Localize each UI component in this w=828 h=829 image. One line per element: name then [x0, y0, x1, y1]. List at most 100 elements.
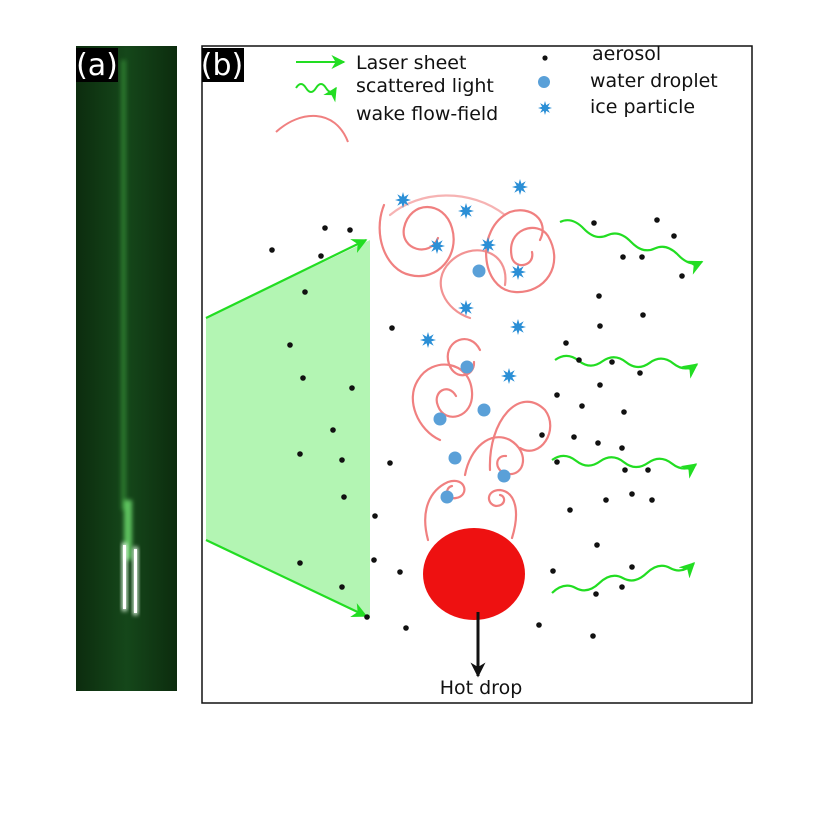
blue-star-shape — [538, 101, 552, 115]
aerosol-dot — [387, 460, 393, 466]
aerosol-dot — [364, 614, 370, 620]
vortex-top-arc — [388, 194, 507, 217]
vortex-mid-connector — [439, 249, 507, 320]
ice-particle — [510, 319, 526, 335]
vortex-top-right — [485, 209, 556, 294]
aerosol-dot — [576, 357, 582, 363]
ice-particle — [510, 264, 526, 280]
aerosol-dot — [594, 542, 600, 548]
panel-b-label: (b) — [201, 48, 243, 83]
aerosol-dot — [302, 289, 308, 295]
ice-particle — [420, 332, 436, 348]
legend-aerosol: aerosol — [592, 43, 661, 65]
laser-sheet — [205, 239, 370, 618]
red-curve-icon — [275, 114, 349, 143]
laser-arrow-bottom — [205, 539, 368, 618]
aerosol-dot — [318, 253, 324, 259]
ice-particle — [480, 237, 496, 253]
blue-star-icon — [538, 101, 552, 115]
panel-a-photo: (a) — [76, 46, 177, 691]
panel-b-label-bg — [202, 48, 244, 82]
aerosol-dot — [579, 403, 585, 409]
aerosol-dot — [567, 507, 573, 513]
ice-particle — [395, 192, 411, 208]
aerosol-dot — [640, 312, 646, 318]
vortex-top-left — [378, 203, 455, 278]
aerosol-dot — [590, 633, 596, 639]
water-droplet — [440, 490, 454, 504]
ice-particles — [395, 179, 528, 384]
aerosol-dot — [297, 451, 303, 457]
vortex-mid-right-b — [488, 400, 552, 472]
aerosol-dot — [619, 584, 625, 590]
hot-drop-label: Hot drop — [440, 677, 523, 699]
water-droplet — [460, 360, 474, 374]
aerosol-dot — [403, 625, 409, 631]
vortex-mid-right-a — [463, 436, 525, 477]
legend-laser-sheet: Laser sheet — [356, 52, 466, 74]
aerosol-dot — [389, 325, 395, 331]
aerosol-dot — [609, 359, 615, 365]
scattered-light-arrow-3 — [551, 454, 698, 479]
legend-scattered-light: scattered light — [356, 75, 494, 97]
panel-a-label: (a) — [76, 48, 118, 83]
blue-dot-icon — [538, 76, 550, 88]
aerosol-dot — [339, 457, 345, 463]
aerosol-dot — [347, 227, 353, 233]
aerosol-dot — [671, 233, 677, 239]
panel-b-schematic: (b) Laser sheet scattered light wake flo… — [201, 43, 753, 704]
drop-reflection-lines — [122, 543, 138, 615]
ice-particle — [429, 238, 445, 254]
water-droplet — [433, 412, 447, 426]
aerosol-dot — [649, 497, 655, 503]
aerosol-dot — [645, 467, 651, 473]
legend: Laser sheet scattered light wake flow-fi… — [275, 43, 718, 143]
aerosol-dot — [372, 513, 378, 519]
water-droplet — [472, 264, 486, 278]
aerosol-dot — [536, 622, 542, 628]
water-droplet — [477, 403, 491, 417]
water-droplet — [497, 469, 511, 483]
aerosol-dot — [349, 385, 355, 391]
aerosol-dot — [341, 494, 347, 500]
ice-particle — [501, 368, 517, 384]
aerosol-dot — [629, 564, 635, 570]
aerosol-dot — [597, 382, 603, 388]
legend-ice-particle: ice particle — [590, 96, 695, 118]
laser-streak — [121, 60, 132, 560]
aerosol-dot — [300, 375, 306, 381]
aerosol-dot — [563, 340, 569, 346]
aerosol-dot — [550, 568, 556, 574]
aerosol-dot — [596, 293, 602, 299]
aerosol-dot — [620, 254, 626, 260]
black-dot-icon — [542, 55, 548, 61]
legend-water-droplet: water droplet — [590, 70, 718, 92]
aerosol-dot — [591, 220, 597, 226]
aerosol-dot — [554, 459, 560, 465]
aerosol-dot — [597, 323, 603, 329]
aerosol-dot — [539, 432, 545, 438]
aerosol-dot — [639, 254, 645, 260]
hot-drop: Hot drop — [423, 528, 525, 699]
wavy-arrow-icon — [295, 83, 337, 103]
aerosol-dot — [679, 273, 685, 279]
aerosol-dot — [593, 591, 599, 597]
hot-drop-body — [423, 528, 525, 620]
aerosol-dot — [554, 392, 560, 398]
aerosol-dot — [371, 557, 377, 563]
scattered-light-arrow-1 — [559, 219, 704, 275]
aerosol-dot — [330, 427, 336, 433]
ice-particle — [512, 179, 528, 195]
laser-sheet-fill — [206, 240, 370, 618]
aerosol-dot — [287, 342, 293, 348]
scattered-light-arrow-4 — [551, 562, 696, 594]
aerosol-dot — [595, 440, 601, 446]
aerosol-dot — [629, 491, 635, 497]
water-droplet — [448, 451, 462, 465]
panel-a-label-bg — [76, 48, 118, 82]
water-droplets — [433, 264, 511, 504]
vortex-mid-left — [411, 363, 474, 442]
aerosol-dot — [339, 584, 345, 590]
aerosol-dot — [269, 247, 275, 253]
